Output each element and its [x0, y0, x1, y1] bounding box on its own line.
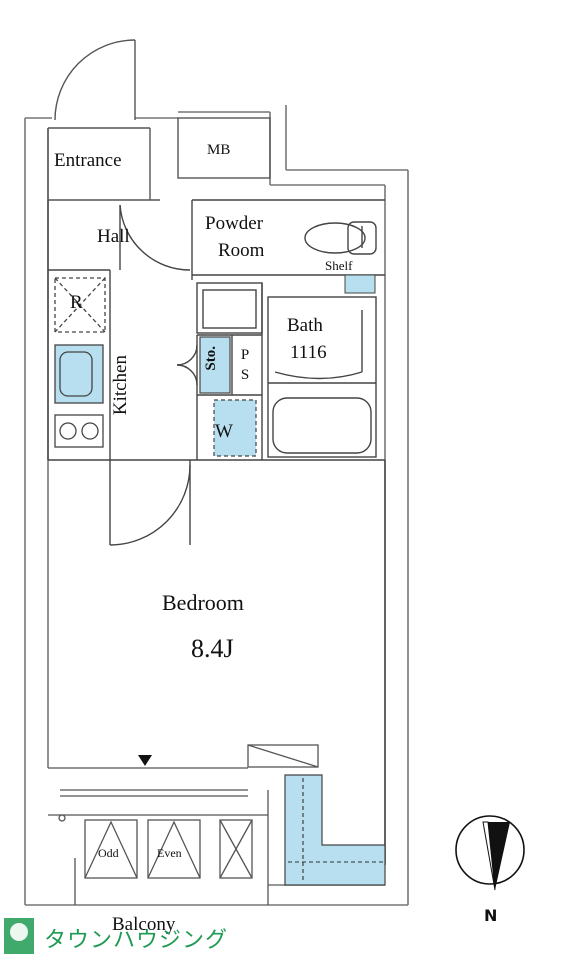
room-label-bath-2: 1116 — [290, 342, 327, 363]
room-label-kitchen: Kitchen — [110, 355, 131, 416]
room-label-bedroom: Bedroom — [162, 590, 244, 615]
window-marker-icon — [138, 755, 152, 766]
room-label-hall: Hall — [97, 226, 130, 247]
storage-area — [199, 336, 231, 394]
balcony-area — [48, 744, 319, 905]
room-label-bedroom-size: 8.4J — [191, 634, 234, 663]
room-label-storage: Sto. — [203, 346, 219, 371]
room-label-shelf: Shelf — [325, 258, 353, 273]
compass-north-label: N — [484, 906, 498, 925]
room-label-powder-room-2: Room — [218, 240, 265, 261]
shelf-area — [344, 274, 376, 294]
room-label-odd: Odd — [98, 846, 119, 860]
room-label-washer: W — [215, 421, 233, 442]
interior-walls — [47, 199, 386, 865]
room-label-even: Even — [157, 846, 182, 860]
closet-area — [284, 774, 386, 886]
room-label-refrigerator: R — [70, 292, 83, 313]
compass-icon — [455, 815, 525, 891]
room-label-powder-room-1: Powder — [205, 213, 264, 234]
room-label-ps: P S — [240, 347, 250, 383]
room-label-mb: MB — [207, 142, 231, 158]
watermark-text: タウンハウジング — [44, 928, 229, 953]
entrance-area — [47, 39, 271, 201]
room-label-bath-1: Bath — [287, 315, 323, 336]
watermark-logo-icon — [4, 918, 34, 954]
room-label-balcony: Balcony — [112, 914, 176, 935]
room-label-entrance: Entrance — [54, 150, 122, 171]
kitchen-fixtures — [54, 277, 106, 448]
washer-area — [213, 399, 257, 457]
